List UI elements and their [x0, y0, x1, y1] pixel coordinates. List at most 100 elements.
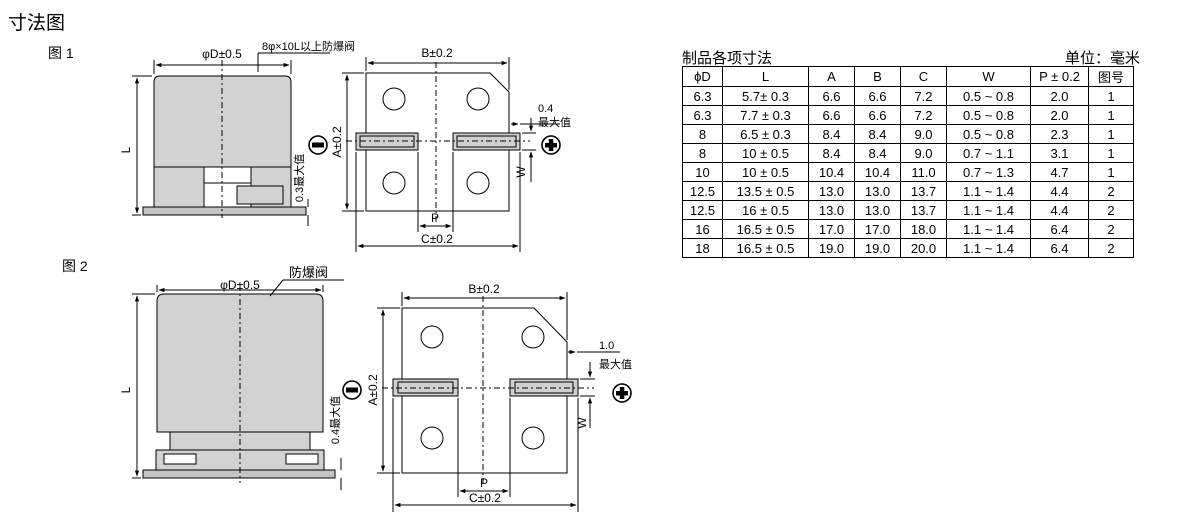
table-cell: 2	[1088, 238, 1134, 258]
fig1-hole	[466, 87, 490, 111]
table-cell: 1.1 ~ 1.4	[946, 200, 1031, 220]
table-cell: 1	[1088, 162, 1134, 182]
table-cell: 12.5	[682, 181, 723, 201]
table-cell: 2	[1088, 219, 1134, 239]
fig2-dim-a: A±0.2	[366, 374, 380, 406]
table-cell: 2	[1088, 181, 1134, 201]
table-cell: 6.5 ± 0.3	[722, 124, 809, 144]
table-cell: 6.4	[1030, 238, 1089, 258]
table-caption-row: 制品各项寸法 单位：毫米	[682, 47, 1140, 68]
table-cell: 20.0	[900, 238, 947, 258]
table-cell: 10.4	[808, 162, 855, 182]
table-cell: 17.0	[854, 219, 901, 239]
fig1-minus-icon	[308, 135, 328, 155]
table-cell: 0.5 ~ 0.8	[946, 124, 1031, 144]
fig1-hole	[466, 171, 490, 195]
fig2-hole	[521, 426, 545, 450]
fig1-hole	[382, 87, 406, 111]
table-cell: 13.0	[808, 200, 855, 220]
table-cell: 8.4	[854, 143, 901, 163]
table-cell: 19.0	[854, 238, 901, 258]
fig2-can-body	[156, 293, 324, 433]
table-cell: 7.2	[900, 86, 947, 106]
fig1-label: 图 1	[48, 45, 74, 61]
table-cell: 0.7 ~ 1.3	[946, 162, 1031, 182]
table-cell: 4.4	[1030, 200, 1089, 220]
table-cell: 16.5 ± 0.5	[722, 238, 809, 258]
fig2-plus-icon	[612, 383, 632, 403]
table-cell: 4.7	[1030, 162, 1089, 182]
table-cell: 18.0	[900, 219, 947, 239]
table-cell: 6.6	[808, 86, 855, 106]
fig2-base-outline	[401, 307, 568, 474]
fig1-dim-a: A±0.2	[330, 126, 344, 158]
table-cell: 8	[682, 143, 723, 163]
table-cell: 6.6	[854, 105, 901, 125]
fig1-side-view	[132, 52, 330, 226]
table-cell: 2.0	[1030, 105, 1089, 125]
table-cell: 8.4	[854, 124, 901, 144]
table-cell: 6.3	[682, 86, 723, 106]
table-cell: 4.4	[1030, 181, 1089, 201]
table-unit: 单位：毫米	[1064, 49, 1140, 67]
table-cell: 5.7± 0.3	[722, 86, 809, 106]
fig2-dim-l: L	[119, 386, 133, 393]
table-cell: 10 ± 0.5	[722, 143, 809, 163]
table-cell: 10 ± 0.5	[722, 162, 809, 182]
fig1-dim-l: L	[119, 146, 133, 153]
table-cell: 11.0	[900, 162, 947, 182]
table-cell: 13.7	[900, 181, 947, 201]
table-cell: 13.0	[808, 181, 855, 201]
fig2-hole	[521, 325, 545, 349]
table-header-cell: W	[946, 66, 1031, 87]
table-cell: 1	[1088, 86, 1134, 106]
table-cell: 8.4	[808, 143, 855, 163]
table-cell: 1	[1088, 143, 1134, 163]
table-cell: 6.6	[808, 105, 855, 125]
table-header-cell: C	[900, 66, 947, 87]
table-cell: 1	[1088, 124, 1134, 144]
table-cell: 2.0	[1030, 86, 1089, 106]
table-cell: 16	[682, 219, 723, 239]
table-cell: 10	[682, 162, 723, 182]
fig2-hole	[420, 325, 444, 349]
fig2-label: 图 2	[62, 258, 88, 274]
table-cell: 6.3	[682, 105, 723, 125]
fig2-vent-note: 防爆阀	[289, 265, 328, 280]
table-cell: 10.4	[854, 162, 901, 182]
table-cell: 1.1 ~ 1.4	[946, 238, 1031, 258]
table-cell: 16 ± 0.5	[722, 200, 809, 220]
fig2-side-view	[132, 279, 344, 490]
table-cell: 13.0	[854, 181, 901, 201]
fig1-dim-b: B±0.2	[421, 46, 453, 60]
fig1-hole	[382, 171, 406, 195]
table-cell: 2.3	[1030, 124, 1089, 144]
table-cell: 1.1 ~ 1.4	[946, 219, 1031, 239]
table-cell: 0.5 ~ 0.8	[946, 86, 1031, 106]
fig2-dim-b: B±0.2	[468, 282, 500, 296]
table-cell: 19.0	[808, 238, 855, 258]
fig1-base-outline	[365, 72, 510, 212]
table-cell: 1	[1088, 105, 1134, 125]
table-header-cell: P ± 0.2	[1030, 66, 1089, 87]
table-cell: 1.1 ~ 1.4	[946, 181, 1031, 201]
fig2-dim-phid: φD±0.5	[220, 278, 260, 292]
table-header-cell: L	[722, 66, 809, 87]
table-cell: 2	[1088, 200, 1134, 220]
table-header-cell: ϕD	[682, 66, 723, 87]
fig1-max-label: 最大值	[538, 115, 571, 129]
table-cell: 3.1	[1030, 143, 1089, 163]
table-cell: 7.2	[900, 105, 947, 125]
table-cell: 16.5 ± 0.5	[722, 219, 809, 239]
table-header-cell: B	[854, 66, 901, 87]
table-cell: 8.4	[808, 124, 855, 144]
